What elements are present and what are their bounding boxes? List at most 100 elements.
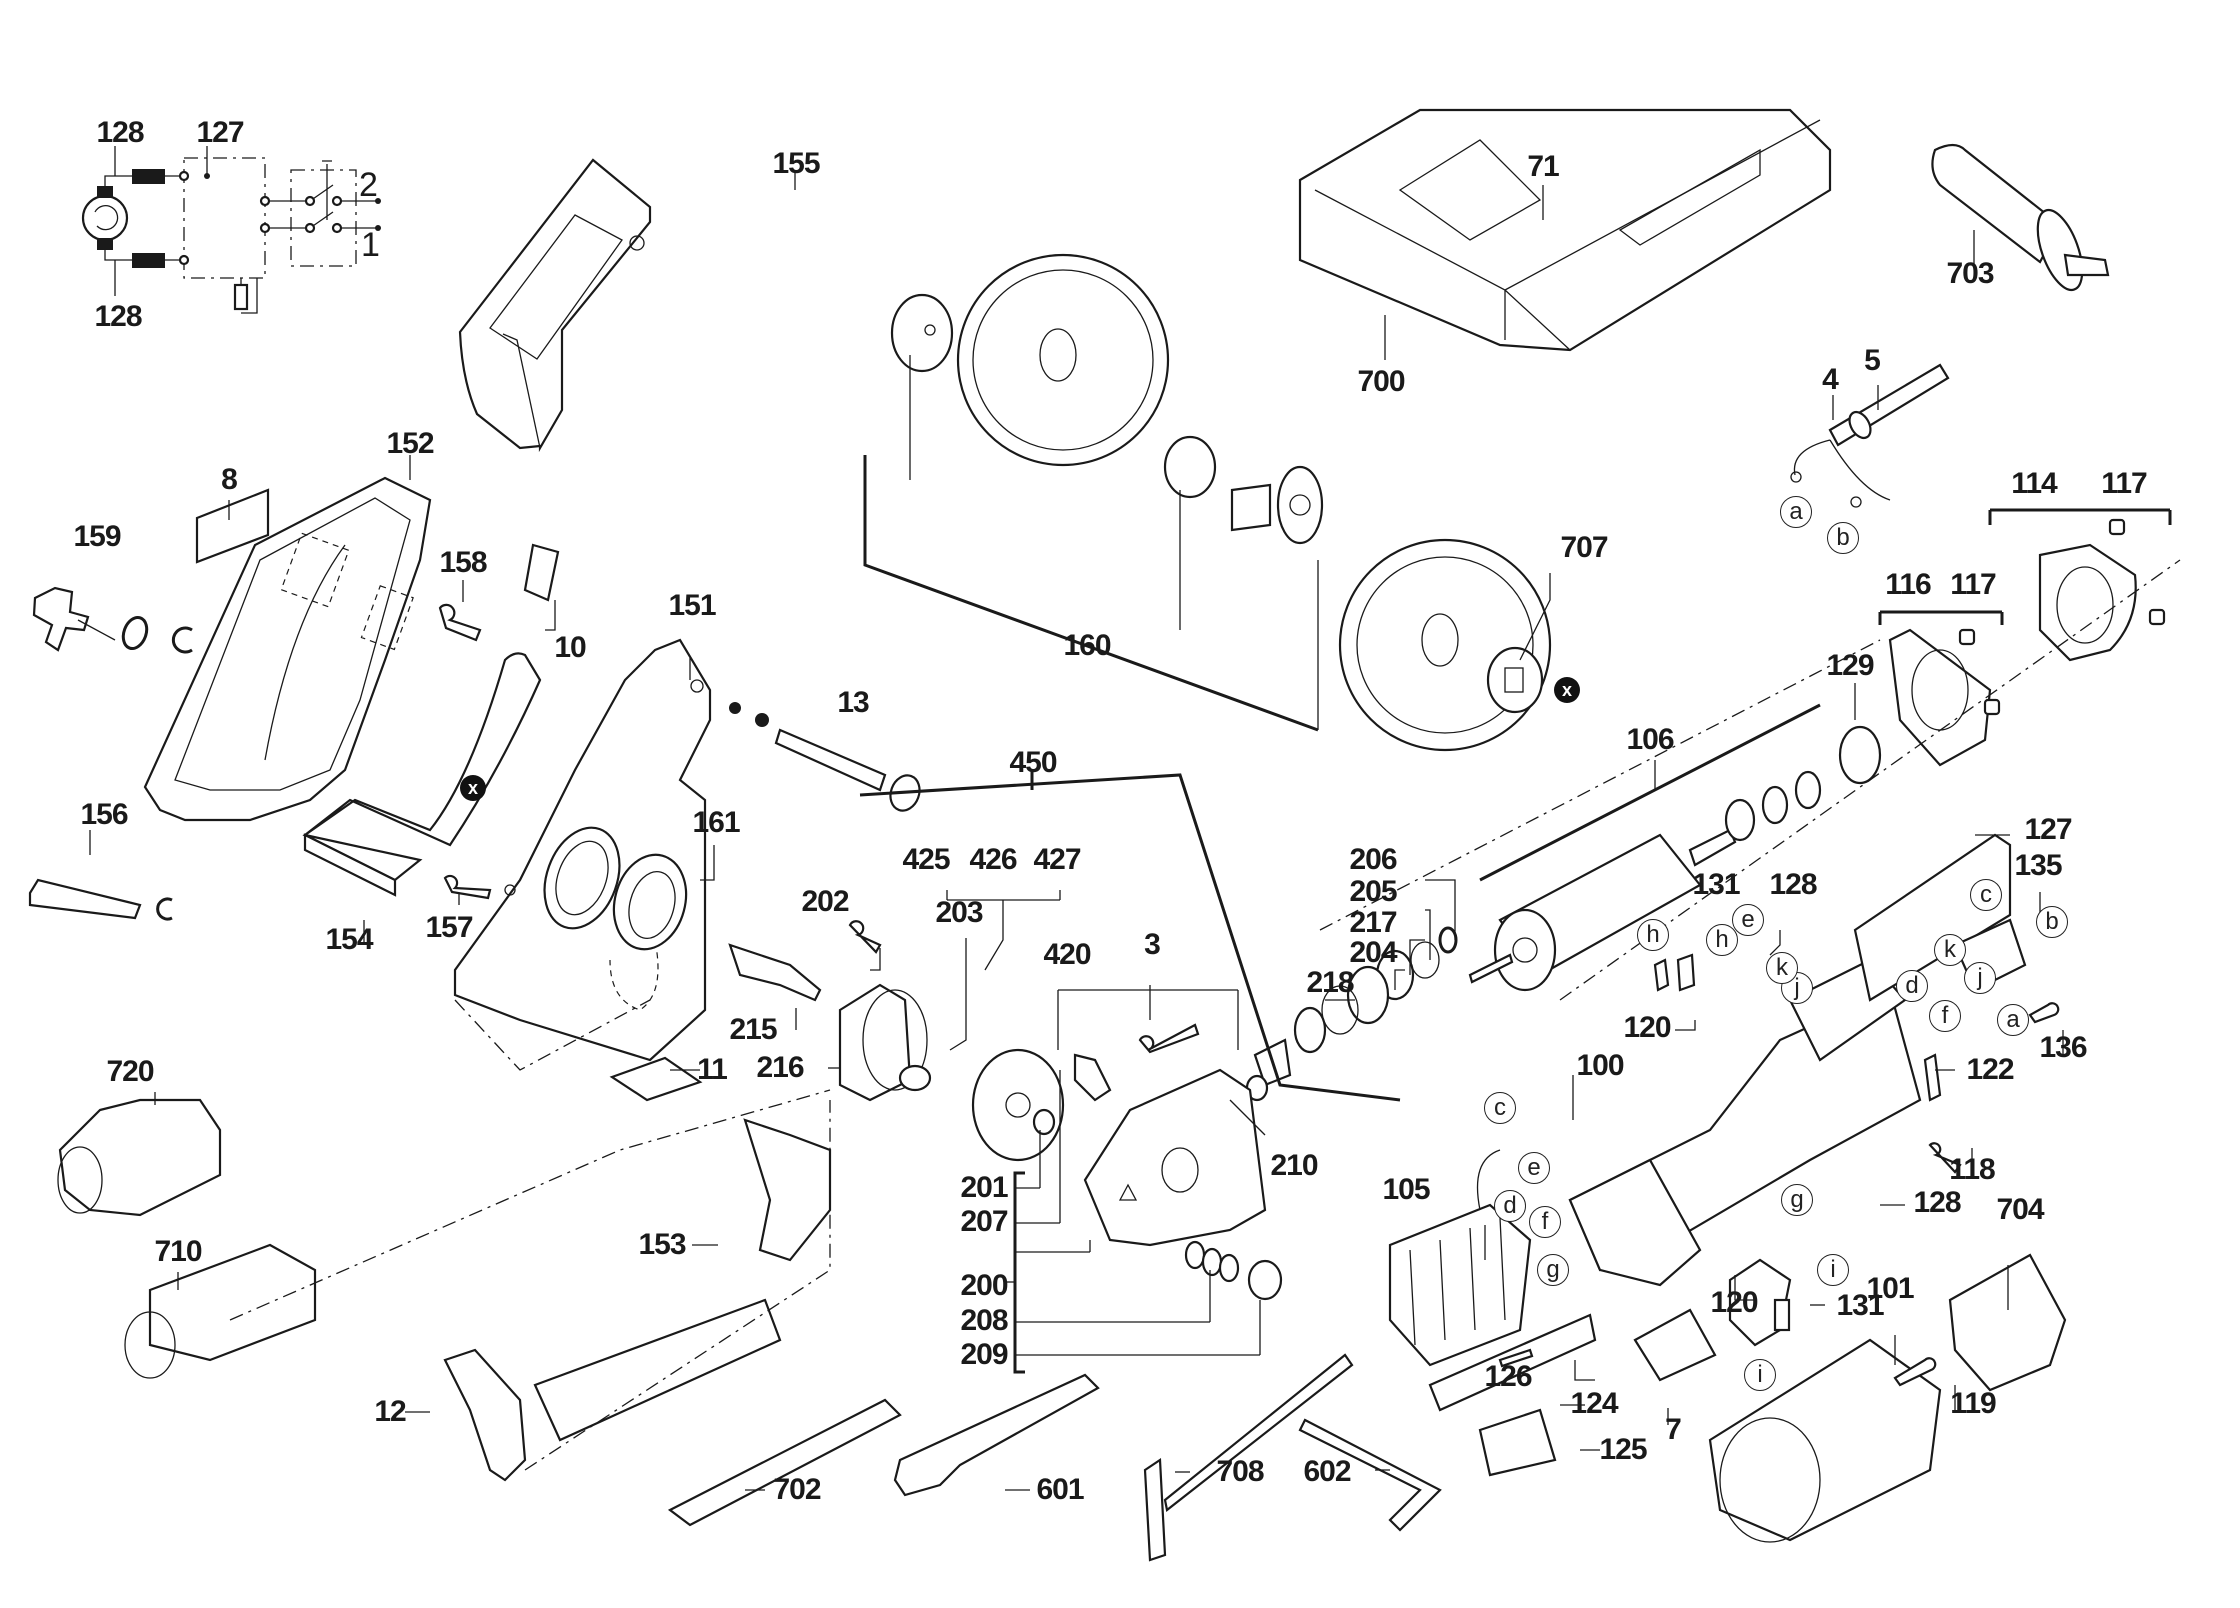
part-label: 720 [106, 1055, 154, 1088]
adapter-720 [58, 1098, 222, 1217]
label-11 [609, 1056, 703, 1102]
connector-e: e [1732, 904, 1764, 936]
part-label: 200 [960, 1269, 1008, 1302]
screw-158 [438, 603, 482, 642]
brush-bottom [97, 238, 113, 250]
part-label: 420 [1043, 938, 1091, 971]
part-label: 602 [1303, 1455, 1351, 1488]
part-label: 203 [935, 896, 983, 929]
connector-d: d [1896, 970, 1928, 1002]
flange-nut [1276, 465, 1324, 545]
ring-129 [1838, 725, 1882, 785]
part-label: 210 [1270, 1149, 1318, 1182]
side-handle-703 [1931, 143, 2110, 292]
wiring-schematic [81, 146, 381, 314]
part-label: 601 [1036, 1473, 1084, 1506]
part-label: 131 [1692, 868, 1740, 901]
part-label: 71 [1527, 150, 1559, 183]
part-label: 710 [154, 1235, 202, 1268]
connector-e: e [1518, 1152, 1550, 1184]
part-label: 206 [1349, 843, 1397, 876]
part-label: 116 [1885, 568, 1931, 601]
connector-c: c [1970, 879, 2002, 911]
quick-nut [1486, 646, 1544, 714]
handle-153 [533, 1298, 782, 1442]
part-label: 209 [960, 1338, 1008, 1371]
leader-lines [89, 170, 2181, 1491]
button-125 [1478, 1408, 1557, 1477]
part-label: 155 [772, 147, 820, 180]
thermistor [233, 283, 249, 311]
part-label: 10 [554, 631, 586, 664]
part-label: 119 [1950, 1387, 1996, 1420]
part-label: 136 [2039, 1031, 2087, 1064]
part-label: 159 [73, 520, 121, 553]
part-label: 120 [1623, 1011, 1671, 1044]
part-label: 105 [1382, 1173, 1430, 1206]
schematic-label-128-bottom: 128 [94, 300, 142, 333]
guard-housing-151 [453, 638, 712, 1062]
hose-clamp-12 [443, 1348, 527, 1482]
part-label: 450 [1009, 746, 1057, 779]
connector-b: b [2036, 906, 2068, 938]
connector-f: f [1529, 1206, 1561, 1238]
electronics-box [183, 157, 266, 279]
schematic-label-128-top: 128 [96, 116, 144, 149]
rear-cover-101 [1708, 1338, 1942, 1542]
label-10 [523, 543, 560, 602]
blade-key-702 [667, 1398, 902, 1527]
part-label: 707 [1560, 531, 1608, 564]
part-label: 101 [1866, 1272, 1914, 1305]
label-8 [195, 488, 270, 564]
part-label: 425 [902, 843, 950, 876]
adapter-710 [148, 1243, 317, 1362]
wrench-601 [893, 1373, 1100, 1497]
part-label: 135 [2014, 849, 2062, 882]
connector-i: i [1817, 1254, 1849, 1286]
cap-209 [1247, 1259, 1283, 1301]
part-label: 129 [1826, 649, 1874, 682]
screw-119 [1893, 1357, 1937, 1387]
diamond-blade [956, 253, 1170, 467]
brush-top [97, 186, 113, 198]
part-label: 215 [729, 1013, 777, 1046]
part-label: 4 [1822, 363, 1839, 396]
part-label: 153 [638, 1228, 686, 1261]
part-label: 218 [1306, 966, 1354, 999]
schematic-switch-pos-1: 1 [361, 226, 380, 264]
schematic-label-127: 127 [196, 116, 244, 149]
part-label: 128 [1769, 868, 1817, 901]
part-label: 704 [1996, 1193, 2044, 1226]
spindle-215 [728, 943, 822, 1002]
connector-k: k [1766, 952, 1798, 984]
screw-202 [848, 920, 882, 954]
connector-g: g [1537, 1254, 1569, 1286]
part-label: 131 [1836, 1289, 1884, 1322]
schematic-switch-pos-2: 2 [359, 166, 378, 204]
deflector-154 [302, 652, 542, 897]
screw-118 [1928, 1142, 1962, 1174]
part-label: 217 [1349, 906, 1397, 939]
part-label: 122 [1966, 1053, 2014, 1086]
part-label: 207 [960, 1205, 1008, 1238]
hex-key-602 [1298, 1418, 1442, 1532]
motor-housing-100 [1568, 958, 1922, 1287]
connector-a: a [1997, 1004, 2029, 1036]
part-label: 161 [692, 806, 740, 839]
part-label: 160 [1063, 629, 1111, 662]
part-label: 156 [80, 798, 128, 831]
part-label: 154 [325, 923, 373, 956]
part-label: 100 [1576, 1049, 1624, 1082]
washer-203 [898, 1064, 932, 1092]
connector-h: h [1706, 924, 1738, 956]
part-label: 702 [773, 1473, 821, 1506]
part-label: 117 [2101, 467, 2147, 500]
part-label: 205 [1349, 875, 1397, 908]
part-label: 120 [1710, 1286, 1758, 1319]
connector-f: f [1929, 1000, 1961, 1032]
part-label: 216 [756, 1051, 804, 1084]
connector-k: k [1934, 934, 1966, 966]
switch-box [290, 169, 357, 267]
seal-161 [612, 853, 688, 951]
